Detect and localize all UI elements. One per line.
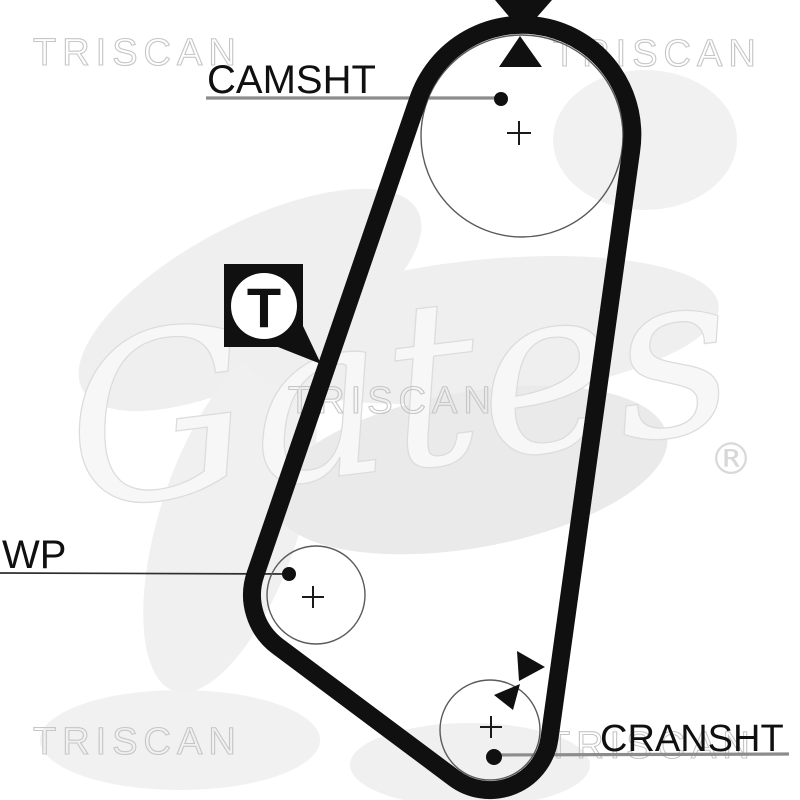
watermark-blob	[40, 690, 320, 790]
watermark-blob	[272, 385, 668, 555]
triscan-watermark-bottom-right: TRISCAN	[547, 725, 756, 767]
camshaft-label: CAMSHT	[207, 58, 376, 102]
timing-mark-triangle	[495, 0, 552, 33]
timing-mark-triangle	[499, 36, 542, 67]
crankshaft-point-dot	[486, 749, 502, 765]
leader-dots	[282, 92, 508, 765]
camshaft-pulley	[420, 34, 624, 238]
crankshaft-timing-mark	[494, 651, 545, 710]
watermark-blob	[143, 347, 317, 693]
triscan-watermark-bottom-left: TRISCAN	[33, 721, 242, 763]
triscan-watermark-top-left: TRISCAN	[33, 32, 242, 74]
tensioner-marker: T	[224, 264, 321, 364]
center-crosses	[302, 121, 531, 738]
registered-mark-icon: ®	[709, 434, 753, 485]
timing-mark-triangle	[517, 651, 545, 681]
crankshaft-center-cross-icon	[480, 716, 502, 738]
water-pump-label: WP	[2, 533, 66, 577]
water-pump-center-cross-icon	[302, 586, 324, 608]
camshaft-center-cross-icon	[507, 121, 531, 145]
water-pump-point-dot	[282, 567, 296, 581]
water-pump-pulley	[266, 545, 366, 645]
water-pump-leader-line	[0, 572, 290, 575]
tensioner-circle	[231, 273, 297, 339]
camshaft-point-dot	[494, 92, 508, 106]
pulley-circles	[266, 34, 624, 781]
timing-mark-triangle	[494, 684, 520, 710]
component-labels: CAMSHT WP CRANSHT	[2, 58, 784, 760]
camshaft-timing-mark	[495, 0, 552, 67]
watermark-blob	[553, 70, 737, 210]
timing-belt	[243, 15, 642, 800]
crankshaft-pulley	[439, 679, 541, 781]
crankshaft-label: CRANSHT	[600, 718, 784, 760]
tensioner-label: T	[247, 276, 281, 339]
